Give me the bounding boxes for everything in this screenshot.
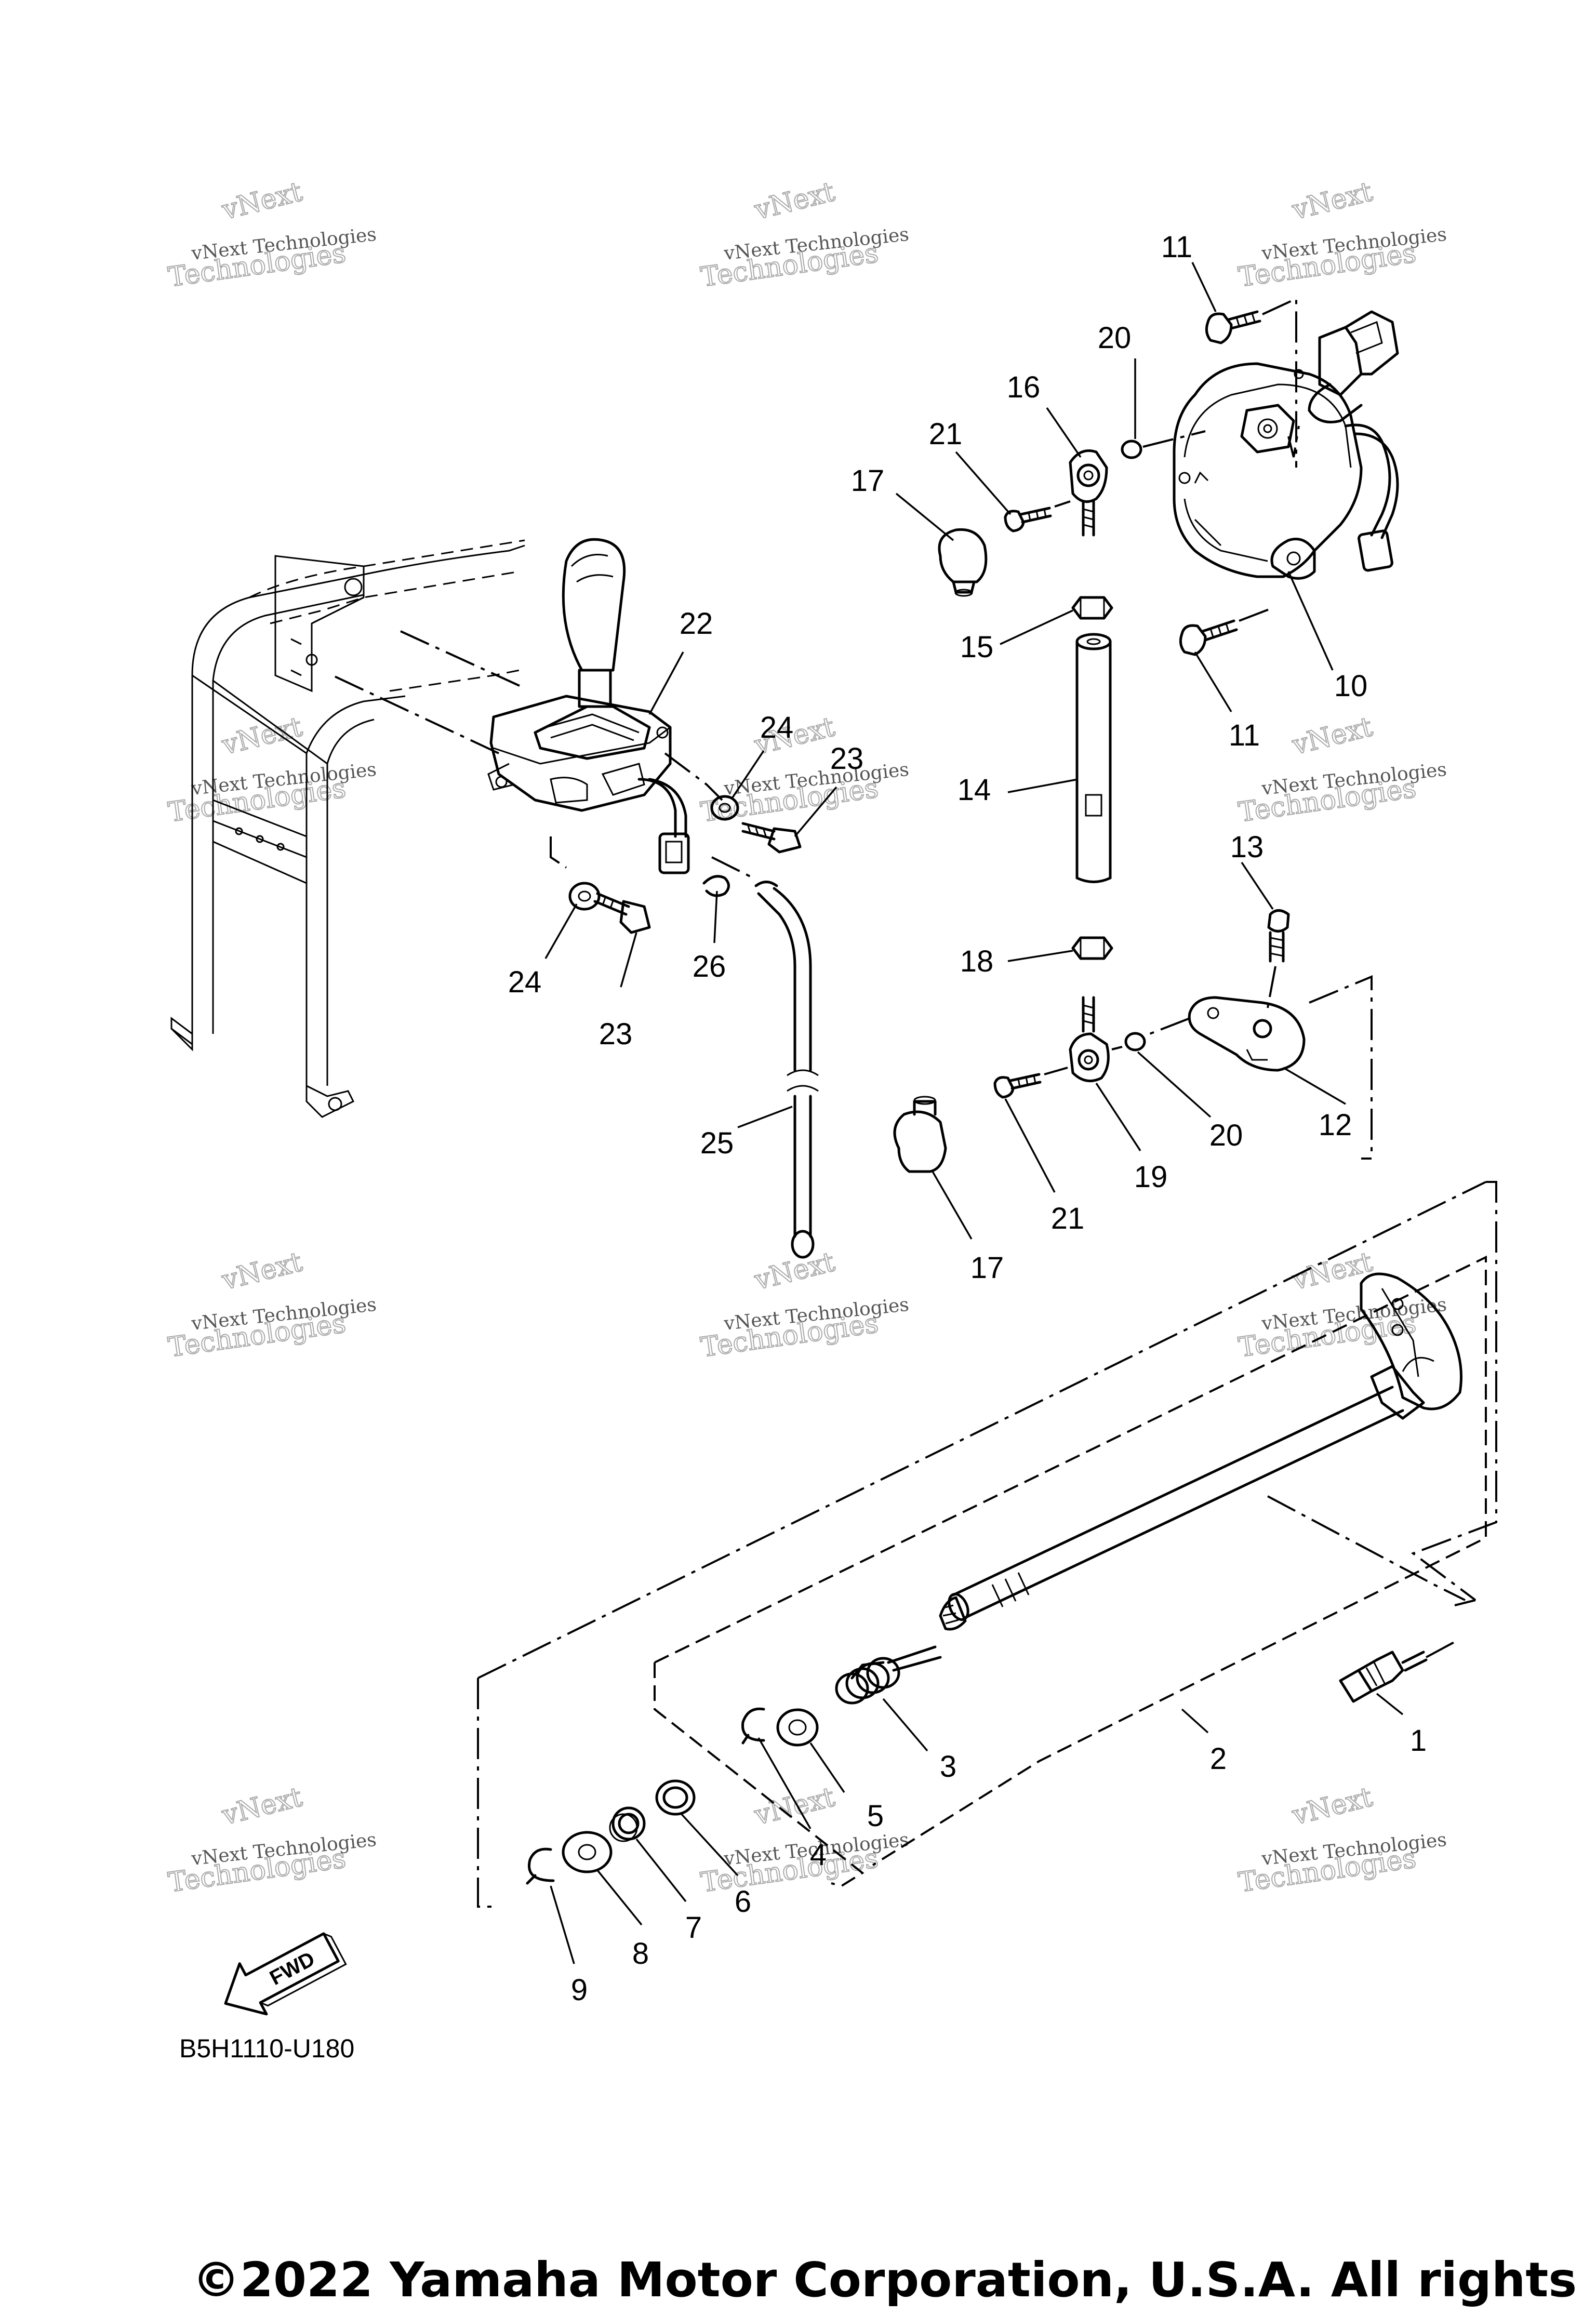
watermark: vNext vNext Technologies Technologies [1236, 711, 1447, 829]
washer [568, 882, 601, 911]
callout-7: 7 [685, 1911, 702, 1945]
oil-seal [609, 1806, 646, 1842]
svg-text:vNext: vNext [219, 1781, 305, 1831]
bolt [741, 822, 802, 854]
leader-lines [544, 262, 1404, 1964]
washer [710, 795, 739, 821]
callout-18: 18 [960, 944, 994, 978]
copyright-notice: ©2022 Yamaha Motor Corporation, U.S.A. A… [192, 2252, 1596, 2308]
callouts: 1 2 3 4 5 6 7 8 9 10 11 11 12 13 14 15 1… [508, 230, 1427, 2007]
watermark: vNext vNext Technologies Technologies [166, 711, 377, 829]
shift-lever-assembly [487, 538, 690, 874]
callout-17b: 17 [970, 1251, 1004, 1285]
washer [776, 1708, 819, 1747]
watermark: vNext vNext Technologies Technologies [698, 176, 910, 294]
callout-12: 12 [1319, 1108, 1352, 1142]
svg-text:vNext: vNext [1289, 176, 1376, 226]
circlip [741, 1707, 765, 1745]
svg-text:vNext: vNext [1289, 711, 1376, 761]
rod-end [1069, 449, 1108, 537]
callout-21: 21 [929, 417, 963, 451]
shift-cable [754, 881, 819, 1259]
washer [1121, 440, 1142, 459]
callout-13: 13 [1230, 830, 1264, 864]
svg-text:vNext: vNext [751, 1781, 838, 1831]
callout-17: 17 [851, 464, 885, 498]
watermark: vNext vNext Technologies Technologies [698, 1246, 910, 1364]
callout-10: 10 [1334, 669, 1368, 703]
svg-text:vNext: vNext [219, 1246, 305, 1296]
callout-16: 16 [1007, 370, 1041, 404]
callout-20: 20 [1098, 321, 1132, 355]
callout-23b: 23 [599, 1017, 633, 1051]
nut [1071, 596, 1113, 620]
callout-4: 4 [810, 1838, 827, 1872]
callout-20b: 20 [1209, 1119, 1243, 1152]
nut [1071, 936, 1113, 960]
callout-15: 15 [960, 630, 994, 664]
callout-2: 2 [1210, 1742, 1227, 1776]
watermark: vNext vNext Technologies Technologies [166, 1246, 377, 1364]
rod-end [1069, 996, 1110, 1083]
diagram-code: B5H1110-U180 [179, 2034, 354, 2063]
bolt [1205, 310, 1261, 344]
watermark: vNext vNext Technologies Technologies [1236, 1246, 1447, 1364]
callout-25: 25 [700, 1126, 734, 1160]
watermark-layer: vNext vNext Technologies Technologies vN… [166, 176, 1447, 1899]
bolt [1267, 909, 1290, 963]
svg-text:vNext: vNext [219, 711, 305, 761]
watermark: vNext vNext Technologies Technologies [1236, 1781, 1447, 1899]
washer [562, 1831, 613, 1873]
bolt [593, 892, 651, 934]
callout-26: 26 [693, 950, 726, 983]
stud-bolt [1339, 1651, 1428, 1703]
shift-rod [1075, 633, 1112, 883]
callout-1: 1 [1410, 1724, 1427, 1758]
washer [1124, 1032, 1146, 1052]
shift-lever [1188, 996, 1306, 1072]
svg-text:vNext: vNext [219, 176, 305, 226]
callout-11: 11 [1161, 230, 1192, 264]
shift-actuator [1173, 310, 1399, 580]
watermark: vNext vNext Technologies Technologies [166, 176, 377, 294]
callout-23: 23 [830, 742, 864, 776]
rubber-boot [893, 1096, 947, 1173]
callout-5: 5 [867, 1799, 884, 1833]
callout-22: 22 [680, 607, 713, 641]
callout-11b: 11 [1229, 719, 1260, 752]
callout-9: 9 [571, 1973, 588, 2007]
bolt [1179, 619, 1238, 656]
watermark: vNext vNext Technologies Technologies [1236, 176, 1447, 294]
washer [655, 1779, 696, 1816]
callout-19: 19 [1134, 1160, 1168, 1194]
frame-bracket [170, 539, 525, 1118]
watermark: vNext vNext Technologies Technologies [166, 1781, 377, 1899]
callout-8: 8 [632, 1937, 649, 1971]
callout-3: 3 [940, 1750, 956, 1784]
callout-24b: 24 [508, 965, 542, 999]
forward-arrow-icon: FWD [224, 1932, 347, 2016]
rubber-boot [938, 528, 988, 597]
circlip [526, 1847, 555, 1885]
bolt [1004, 507, 1052, 533]
spring [835, 1645, 942, 1705]
watermark: vNext vNext Technologies Technologies [698, 711, 910, 829]
callout-24: 24 [760, 711, 794, 744]
callout-14: 14 [957, 773, 991, 807]
clip [702, 875, 730, 897]
bolt [993, 1073, 1042, 1099]
callout-21b: 21 [1051, 1202, 1085, 1235]
callout-6: 6 [735, 1885, 751, 1919]
svg-text:vNext: vNext [1289, 1781, 1376, 1831]
svg-text:vNext: vNext [751, 176, 838, 226]
shift-shaft [939, 1272, 1462, 1631]
